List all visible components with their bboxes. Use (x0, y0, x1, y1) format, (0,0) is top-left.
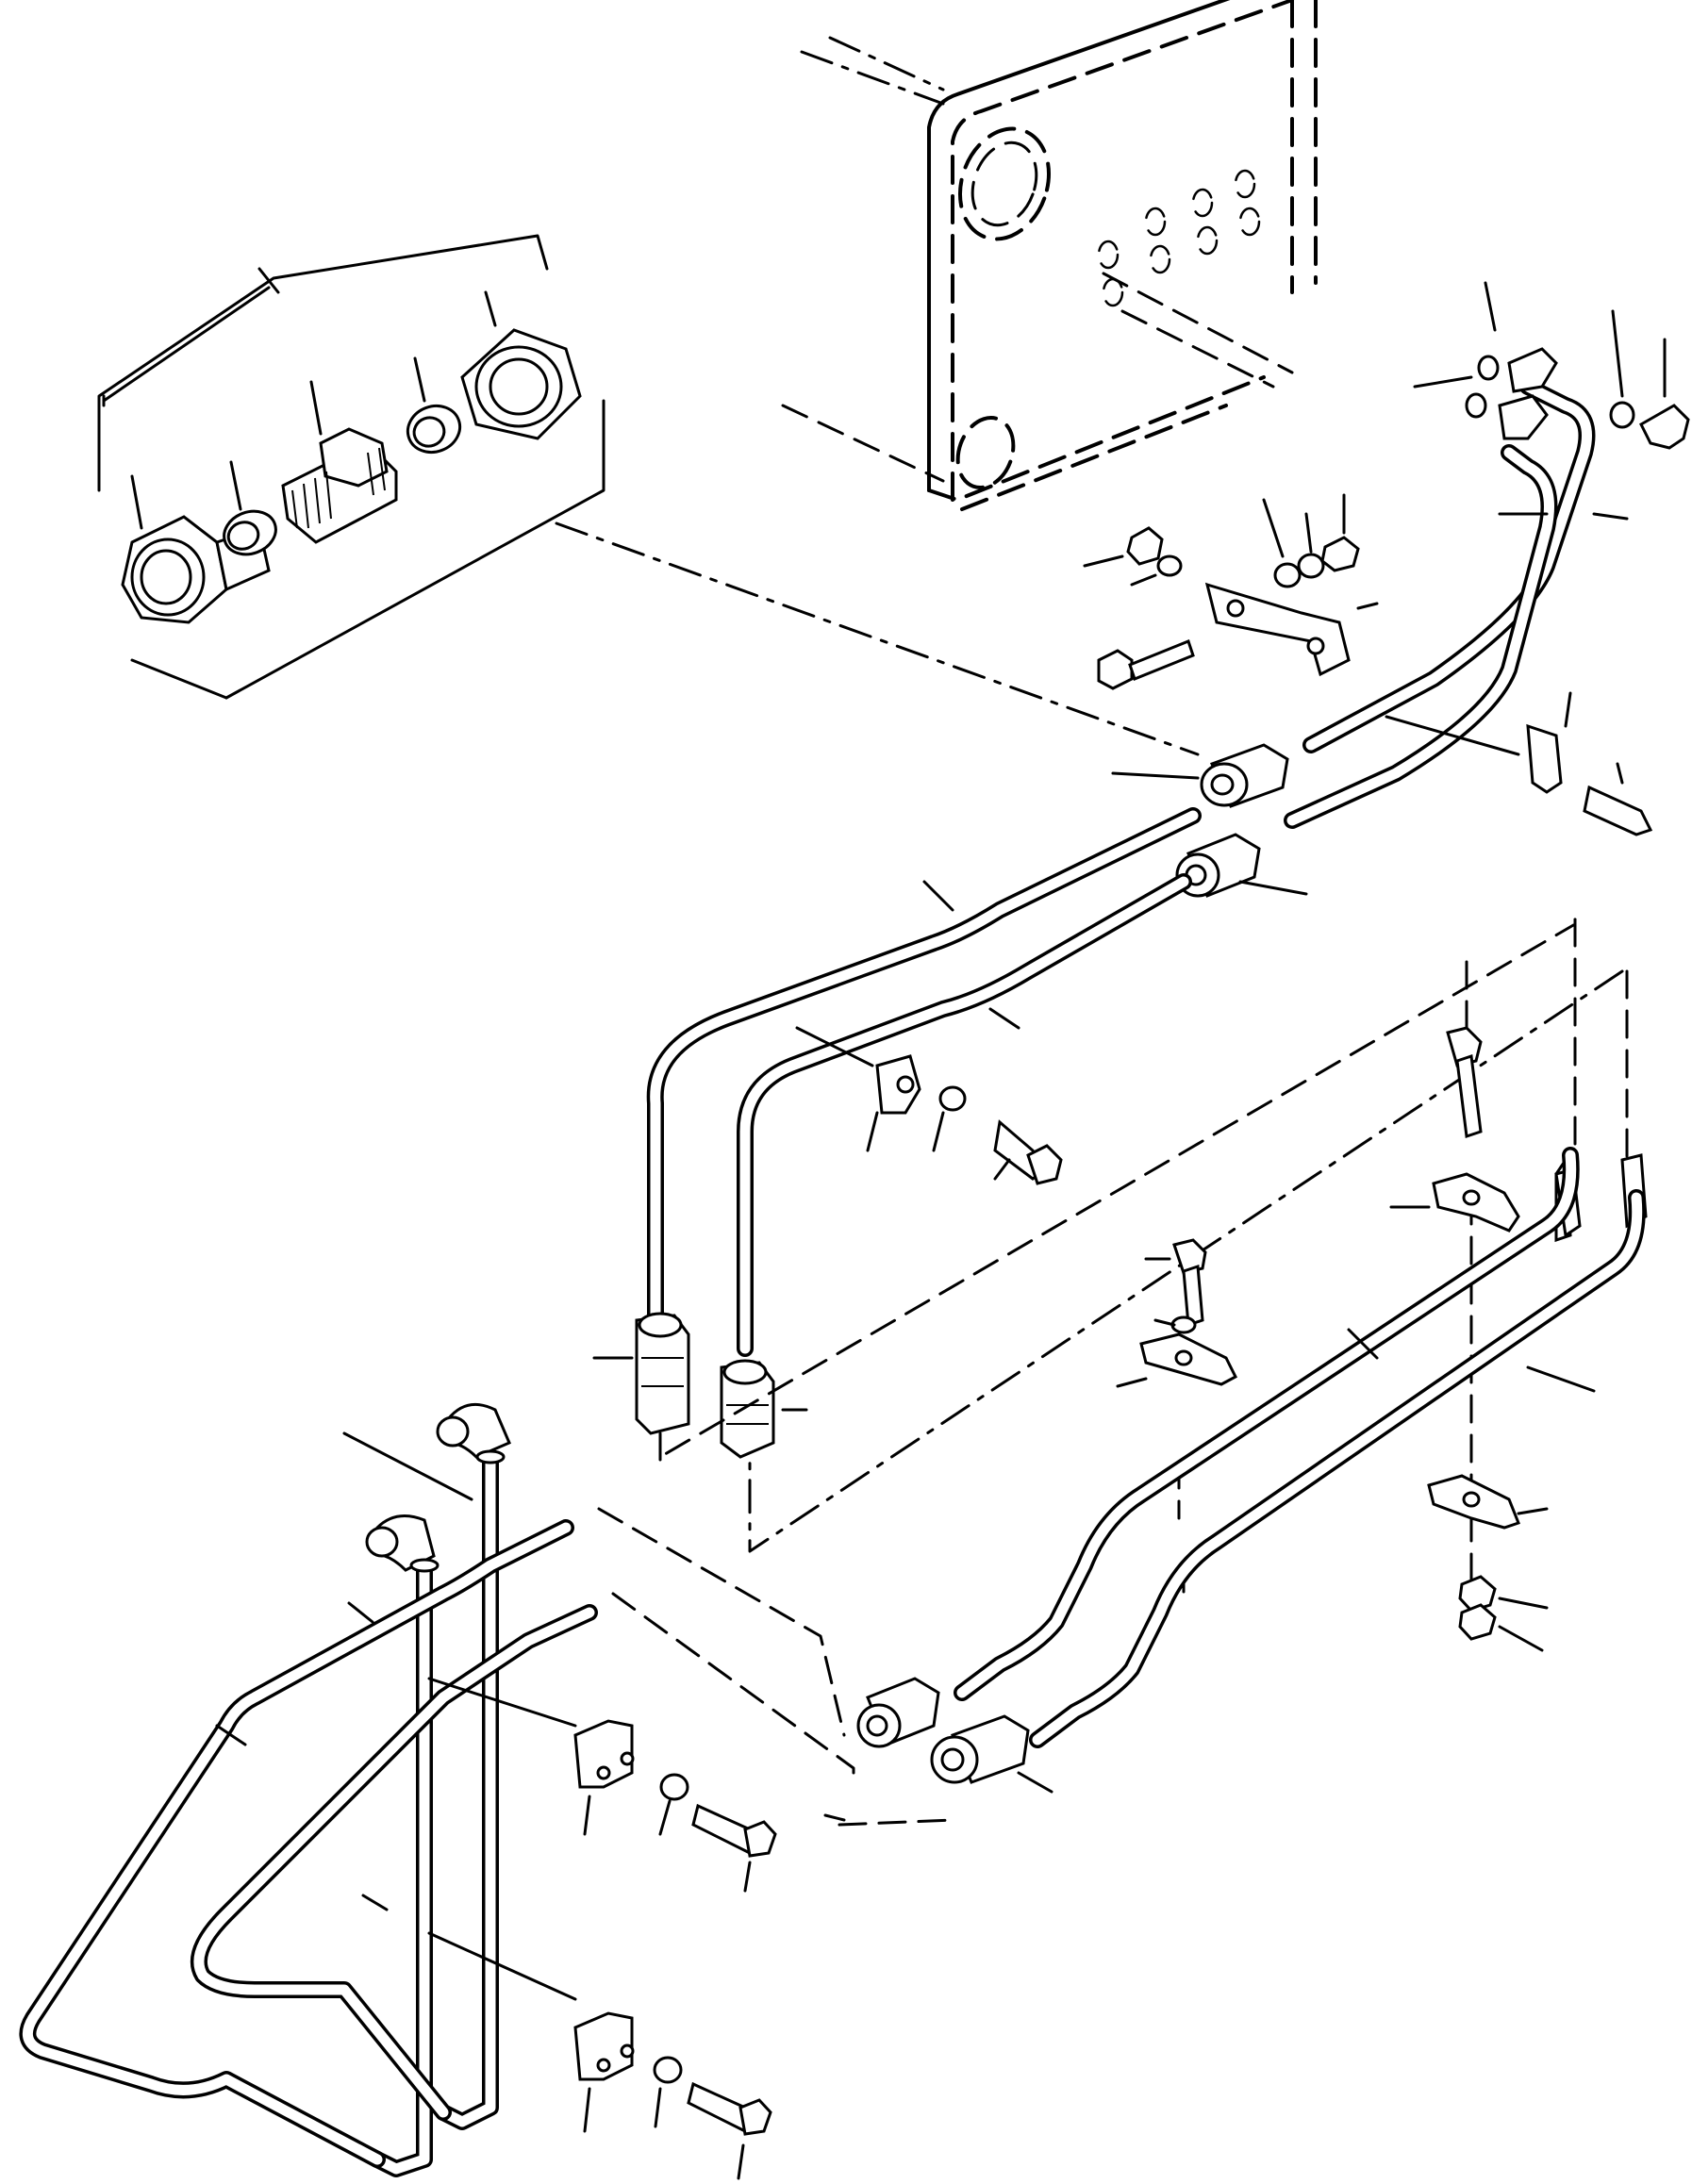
union-fittings-lower (856, 1677, 1053, 1794)
union-fittings-mid (592, 1312, 808, 1459)
bolt-holes (1097, 169, 1261, 307)
threaded-union-body (281, 427, 398, 544)
nut-right (460, 328, 582, 440)
lower-left-tubes (19, 1402, 598, 2177)
upper-tubes (1284, 281, 1690, 829)
union-fittings-upper (1111, 743, 1308, 898)
middle-tubes (646, 807, 1202, 1357)
clamp-group-upper (1083, 493, 1653, 836)
clamp-group-center (1116, 1238, 1237, 1388)
port-large (957, 126, 1052, 241)
fitting-detail (97, 234, 605, 700)
clamp-group-mid (795, 1026, 1063, 1185)
mounting-block (781, 0, 1318, 511)
detail-connector-line (555, 521, 1200, 756)
sleeve-ring-left (223, 509, 277, 556)
clamp-group-lower-left (573, 1719, 777, 2180)
lower-tubes (954, 1147, 1646, 1748)
port-bottom (955, 416, 1016, 489)
sleeve-ring-right (406, 404, 462, 455)
